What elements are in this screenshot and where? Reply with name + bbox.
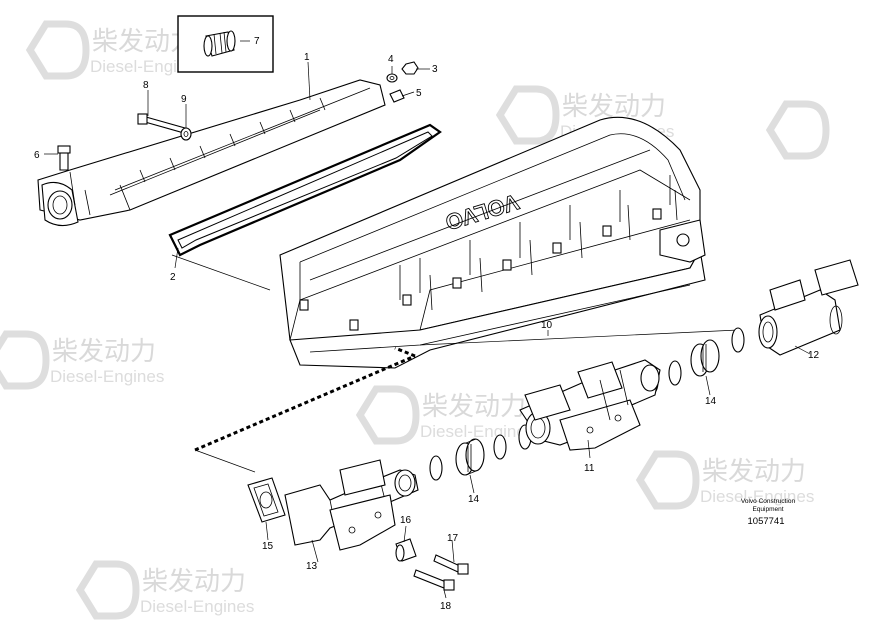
- callout-17: 17: [447, 533, 459, 544]
- clamp-14-left: [455, 438, 485, 476]
- watermark-7: [765, 100, 830, 160]
- watermark-cn: 柴发动力: [52, 337, 156, 367]
- callout-2: 2: [170, 272, 176, 283]
- fasteners-bottom: [395, 538, 469, 591]
- watermark-en: Diesel-Engines: [140, 597, 254, 616]
- manifold-gasket: [168, 123, 442, 257]
- callout-1: 1: [304, 52, 310, 63]
- watermark-cn: 柴发动力: [422, 392, 526, 422]
- callout-18: 18: [440, 601, 452, 612]
- exhaust-pipe-rear: [758, 259, 859, 356]
- callout-14-right: 14: [705, 396, 717, 407]
- callout-15: 15: [262, 541, 274, 552]
- callout-4: 4: [388, 54, 394, 65]
- callout-16: 16: [400, 515, 412, 526]
- caption-line-2: Equipment: [752, 506, 783, 513]
- callout-3: 3: [432, 64, 438, 75]
- callout-8: 8: [143, 80, 149, 91]
- bolt-5: [389, 89, 405, 103]
- watermark-cn: 柴发动力: [142, 567, 246, 597]
- callout-5: 5: [416, 88, 422, 99]
- watermark-en: Diesel-Engines: [90, 57, 204, 76]
- intake-manifold: [37, 79, 386, 227]
- callout-7: 7: [254, 36, 260, 47]
- nut-3: [401, 61, 419, 75]
- leader-lines: [44, 40, 811, 599]
- bolt-8: [137, 113, 186, 134]
- callout-10: 10: [541, 320, 553, 331]
- callout-11: 11: [584, 463, 595, 474]
- callout-9: 9: [181, 94, 187, 105]
- figure-caption: Volvo Construction Equipment 1057741: [741, 498, 796, 527]
- watermark-cn: 柴发动力: [702, 457, 806, 487]
- washer-9: [180, 127, 192, 141]
- clamp-14-right: [690, 339, 720, 377]
- bolt-17: [433, 554, 469, 575]
- callout-6: 6: [34, 150, 40, 161]
- sleeve-16: [395, 538, 417, 562]
- watermark-en: Diesel-Engines: [700, 487, 814, 506]
- bolt-6: [57, 145, 71, 171]
- watermark-en: Diesel-Engines: [420, 422, 534, 441]
- watermark-4: 柴发动力 Diesel-Engines: [355, 385, 534, 445]
- exhaust-manifold-middle: [519, 359, 661, 451]
- figure-number: 1057741: [748, 516, 785, 527]
- bolt-18: [413, 569, 455, 591]
- exhaust-gasket: [247, 477, 286, 523]
- watermark-en: Diesel-Engines: [50, 367, 164, 386]
- callout-14-left: 14: [468, 494, 480, 505]
- exhaust-manifold-front: [284, 459, 419, 551]
- watermark-3: 柴发动力 Diesel-Engines: [0, 330, 164, 390]
- callout-12: 12: [808, 350, 820, 361]
- cover-bolts: [299, 208, 662, 331]
- fasteners-top: [57, 61, 419, 171]
- washer-4: [386, 73, 398, 83]
- caption-line-1: Volvo Construction: [741, 498, 796, 505]
- sensor-callout-box: [177, 15, 274, 73]
- callout-numbers: 1 2 3 4 5 6 7 8 9 10 11 12 13 14 14 15 1…: [34, 36, 820, 612]
- watermark-5: 柴发动力 Diesel-Engines: [635, 450, 814, 510]
- connection-lines: [171, 254, 739, 473]
- callout-13: 13: [306, 561, 318, 572]
- watermark-6: 柴发动力 Diesel-Engines: [75, 560, 254, 620]
- valve-cover-assembly: VOLVO: [279, 116, 706, 369]
